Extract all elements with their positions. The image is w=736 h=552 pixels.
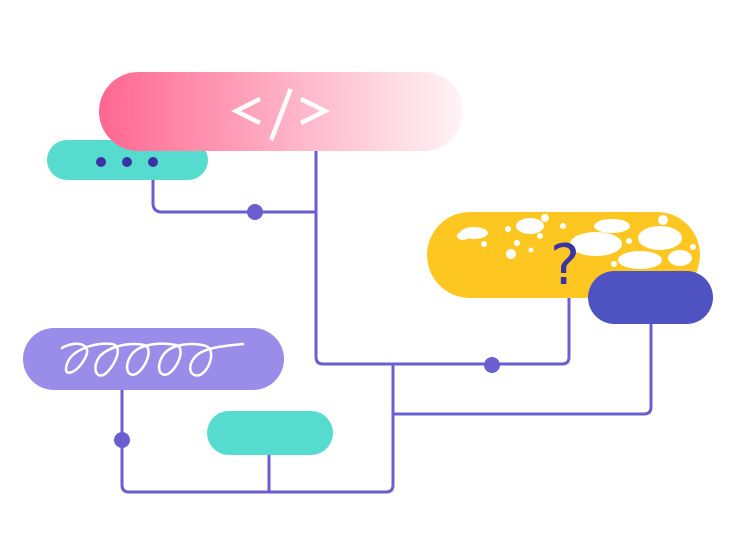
splatter-texture [457, 214, 696, 269]
code-icon [230, 88, 331, 141]
connector-trunk-down [120, 362, 395, 494]
teal-small-pill[interactable] [207, 411, 333, 455]
scribble-icon [60, 342, 245, 377]
scribble-pill[interactable] [23, 328, 284, 390]
connector-indigo-to-trunk [391, 320, 653, 416]
code-pill[interactable] [99, 72, 463, 151]
connector-code-to-question [314, 148, 571, 366]
junction-dot [114, 432, 130, 448]
junction-dot [484, 357, 500, 373]
junction-dot [247, 204, 263, 220]
ellipsis-icon [96, 157, 158, 167]
question-icon: ? [550, 233, 580, 298]
connector-dots-to-code [151, 176, 318, 214]
indigo-pill[interactable] [588, 271, 713, 324]
